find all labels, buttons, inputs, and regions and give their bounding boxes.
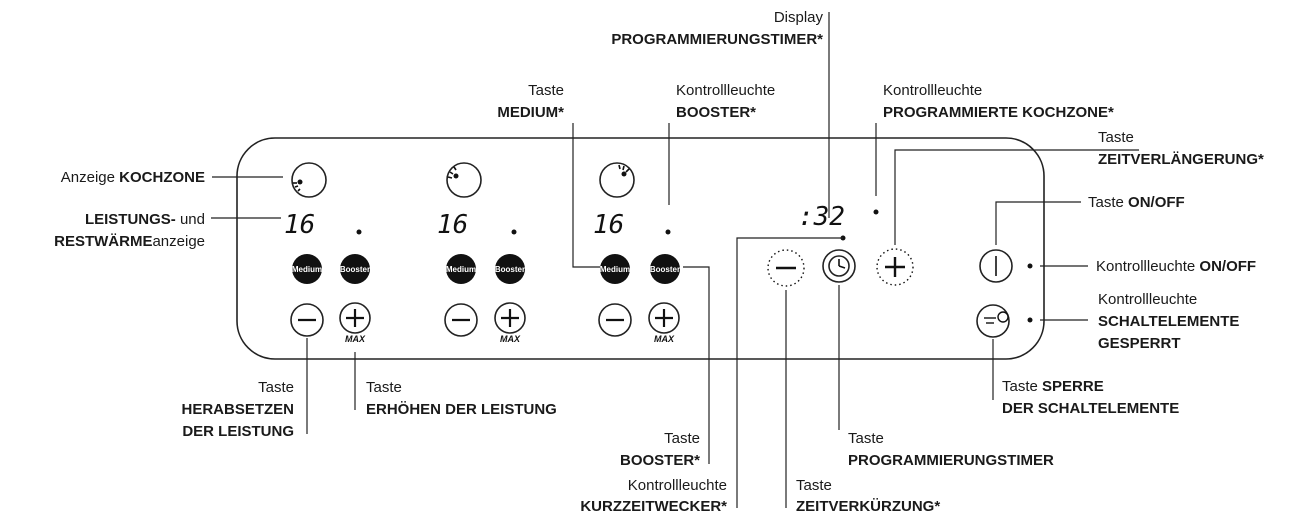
svg-text:Taste: Taste — [528, 82, 564, 99]
zone-led — [511, 229, 517, 235]
label-booster-key: Taste BOOSTER* — [620, 430, 700, 469]
medium-button[interactable]: Medium — [292, 254, 322, 284]
svg-text:Taste: Taste — [258, 379, 294, 396]
timer-clock-button[interactable] — [822, 249, 856, 283]
svg-text:GESPERRT: GESPERRT — [1098, 335, 1181, 352]
svg-text:HERABSETZEN: HERABSETZEN — [181, 401, 294, 418]
svg-text:PROGRAMMIERUNGSTIMER*: PROGRAMMIERUNGSTIMER* — [611, 31, 823, 48]
booster-button[interactable]: Booster — [650, 254, 680, 284]
svg-text:Medium: Medium — [446, 265, 476, 274]
svg-text:Taste SPERRE: Taste SPERRE — [1002, 378, 1104, 395]
svg-text:Display: Display — [774, 9, 824, 26]
svg-text:Anzeige KOCHZONE: Anzeige KOCHZONE — [61, 169, 205, 186]
svg-text:RESTWÄRMEanzeige: RESTWÄRMEanzeige — [54, 233, 205, 250]
leader-lines — [211, 12, 1139, 508]
panel-outline — [236, 137, 1045, 360]
power-display: 16 — [437, 210, 468, 240]
svg-text:Taste: Taste — [848, 430, 884, 447]
lock-button[interactable] — [976, 304, 1010, 338]
label-zeitverlaengerung: Taste ZEITVERLÄNGERUNG* — [1098, 129, 1264, 168]
medium-button[interactable]: Medium — [446, 254, 476, 284]
svg-text:MEDIUM*: MEDIUM* — [497, 104, 564, 121]
programmed-zone-led — [873, 209, 879, 215]
svg-text:Medium: Medium — [292, 265, 322, 274]
label-leistung: LEISTUNGS- und RESTWÄRMEanzeige — [54, 211, 205, 250]
svg-text:BOOSTER*: BOOSTER* — [620, 452, 700, 469]
label-onoff-key: Taste ON/OFF — [1088, 194, 1185, 211]
timer-display: :32 — [798, 202, 845, 232]
plus-max-button[interactable]: MAX — [339, 302, 371, 344]
minus-button[interactable] — [290, 303, 324, 337]
svg-text:KURZZEITWECKER*: KURZZEITWECKER* — [580, 498, 727, 515]
svg-text:MAX: MAX — [345, 334, 366, 344]
svg-text:DER SCHALTELEMENTE: DER SCHALTELEMENTE — [1002, 400, 1179, 417]
plus-max-button[interactable]: MAX — [494, 302, 526, 344]
label-kurzzeitwecker: Kontrollleuchte KURZZEITWECKER* — [580, 477, 727, 515]
svg-text:Kontrollleuchte ON/OFF: Kontrollleuchte ON/OFF — [1096, 258, 1256, 275]
cooking-zone-2: 16 Medium Booster MAX — [437, 162, 526, 344]
power-display: 16 — [284, 210, 315, 240]
label-lock-key: Taste SPERRE DER SCHALTELEMENTE — [1002, 378, 1179, 417]
zone-indicator-ticks-icon — [618, 164, 630, 173]
time-minus-button[interactable] — [767, 249, 805, 287]
svg-text:Taste: Taste — [796, 477, 832, 494]
cooking-zone-1: 16 Medium Booster MAX — [284, 162, 371, 344]
zone-indicator-icon — [446, 162, 482, 198]
zone-indicator-icon — [599, 162, 635, 198]
onoff-led — [1027, 263, 1033, 269]
svg-text:ERHÖHEN DER LEISTUNG: ERHÖHEN DER LEISTUNG — [366, 401, 557, 418]
label-increase: Taste ERHÖHEN DER LEISTUNG — [366, 379, 557, 418]
timer-section: :32 — [767, 202, 914, 287]
svg-text:ZEITVERLÄNGERUNG*: ZEITVERLÄNGERUNG* — [1098, 151, 1264, 168]
svg-text:Booster: Booster — [340, 265, 370, 274]
svg-text:SCHALTELEMENTE: SCHALTELEMENTE — [1098, 313, 1239, 330]
label-lock-light: Kontrollleuchte SCHALTELEMENTE GESPERRT — [1098, 291, 1239, 352]
svg-text:PROGRAMMIERTE KOCHZONE*: PROGRAMMIERTE KOCHZONE* — [883, 104, 1114, 121]
svg-text:Kontrollleuchte: Kontrollleuchte — [883, 82, 982, 99]
label-medium: Taste MEDIUM* — [497, 82, 564, 121]
svg-text:Medium: Medium — [600, 265, 630, 274]
svg-text:Booster: Booster — [495, 265, 525, 274]
svg-text:Taste ON/OFF: Taste ON/OFF — [1088, 194, 1185, 211]
zone-led — [356, 229, 362, 235]
medium-button[interactable]: Medium — [600, 254, 630, 284]
zone-indicator-icon — [291, 162, 327, 198]
zone-indicator-ticks-icon — [447, 166, 457, 179]
label-decrease: Taste HERABSETZEN DER LEISTUNG — [181, 379, 294, 440]
booster-button[interactable]: Booster — [340, 254, 370, 284]
label-onoff-light: Kontrollleuchte ON/OFF — [1096, 258, 1256, 275]
zone-indicator-ticks-icon — [293, 182, 301, 192]
svg-text:LEISTUNGS- und: LEISTUNGS- und — [85, 211, 205, 228]
svg-text:MAX: MAX — [654, 334, 675, 344]
label-booster-light: Kontrollleuchte BOOSTER* — [676, 82, 775, 121]
svg-text:DER LEISTUNG: DER LEISTUNG — [182, 423, 294, 440]
label-kochzone: Anzeige KOCHZONE — [61, 169, 205, 186]
svg-text:Kontrollleuchte: Kontrollleuchte — [676, 82, 775, 99]
plus-max-button[interactable]: MAX — [648, 302, 680, 344]
minus-button[interactable] — [444, 303, 478, 337]
svg-text:Kontrollleuchte: Kontrollleuchte — [1098, 291, 1197, 308]
lock-led — [1027, 317, 1033, 323]
svg-text:Kontrollleuchte: Kontrollleuchte — [628, 477, 727, 494]
power-button[interactable] — [979, 249, 1013, 283]
power-display: 16 — [593, 210, 624, 240]
svg-text:ZEITVERKÜRZUNG*: ZEITVERKÜRZUNG* — [796, 498, 940, 515]
svg-text:PROGRAMMIERUNGSTIMER: PROGRAMMIERUNGSTIMER — [848, 452, 1054, 469]
label-display-timer: Display PROGRAMMIERUNGSTIMER* — [611, 9, 823, 48]
svg-text:Booster: Booster — [650, 265, 680, 274]
cooking-zone-3: 16 Medium Booster MAX — [593, 162, 680, 344]
svg-text:BOOSTER*: BOOSTER* — [676, 104, 756, 121]
time-plus-button[interactable] — [876, 248, 914, 286]
booster-button[interactable]: Booster — [495, 254, 525, 284]
label-programmed-zone: Kontrollleuchte PROGRAMMIERTE KOCHZONE* — [883, 82, 1114, 121]
svg-text:MAX: MAX — [500, 334, 521, 344]
svg-text:Taste: Taste — [664, 430, 700, 447]
svg-text:Taste: Taste — [366, 379, 402, 396]
booster-led — [665, 229, 671, 235]
svg-text:Taste: Taste — [1098, 129, 1134, 146]
minus-button[interactable] — [598, 303, 632, 337]
label-timer-key: Taste PROGRAMMIERUNGSTIMER — [848, 430, 1054, 469]
label-zeitverkuerzung: Taste ZEITVERKÜRZUNG* — [796, 477, 940, 515]
